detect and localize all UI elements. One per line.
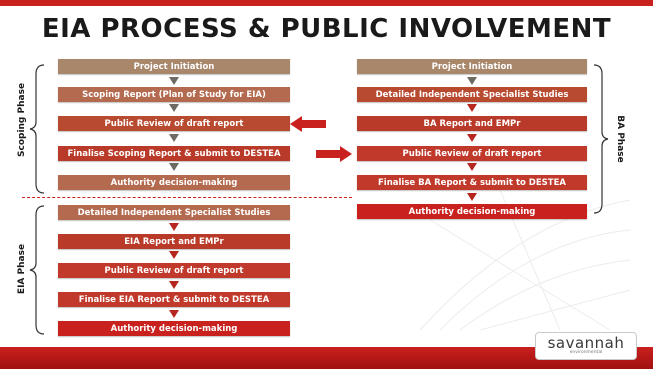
left-arrow-down-icon — [169, 281, 179, 289]
right-step-ba-report: BA Report and EMPr — [357, 116, 587, 131]
left-step-eia-report: EIA Report and EMPr — [58, 234, 290, 249]
left-step-authority-eia: Authority decision-making — [58, 321, 290, 336]
right-arrow-down-icon — [467, 163, 477, 171]
scoping-phase-bracket — [29, 64, 45, 194]
right-step-specialist-studies: Detailed Independent Specialist Studies — [357, 87, 587, 102]
right-arrow-down-icon — [467, 77, 477, 85]
left-step-project-initiation: Project Initiation — [58, 59, 290, 74]
top-rule — [0, 0, 653, 6]
logo-tagline: environmental — [569, 350, 603, 355]
phase-separator-line — [22, 197, 352, 198]
left-step-specialist-studies: Detailed Independent Specialist Studies — [58, 205, 290, 220]
left-arrow-down-icon — [169, 77, 179, 85]
logo-wordmark: savannah — [547, 334, 625, 352]
left-step-public-review-eia: Public Review of draft report — [58, 263, 290, 278]
left-step-authority-scoping: Authority decision-making — [58, 175, 290, 190]
left-step-finalise-scoping: Finalise Scoping Report & submit to DEST… — [58, 146, 290, 161]
left-step-scoping-report: Scoping Report (Plan of Study for EIA) — [58, 87, 290, 102]
left-arrow-down-icon — [169, 163, 179, 171]
eia-phase-bracket — [29, 205, 45, 335]
footer-band — [0, 347, 653, 369]
ba-phase-label: BA Phase — [615, 115, 625, 163]
left-arrow-down-icon — [169, 310, 179, 318]
slide-title: EIA PROCESS & PUBLIC INVOLVEMENT — [41, 14, 612, 44]
right-step-public-review: Public Review of draft report — [357, 146, 587, 161]
right-step-authority: Authority decision-making — [357, 204, 587, 219]
ba-phase-bracket — [593, 64, 609, 214]
right-step-finalise-ba: Finalise BA Report & submit to DESTEA — [357, 175, 587, 190]
right-step-project-initiation: Project Initiation — [357, 59, 587, 74]
left-step-finalise-eia: Finalise EIA Report & submit to DESTEA — [58, 292, 290, 307]
left-arrow-down-icon — [169, 134, 179, 142]
left-arrow-down-icon — [169, 104, 179, 112]
left-step-public-review-scoping: Public Review of draft report — [58, 116, 290, 131]
right-arrow-down-icon — [467, 193, 477, 201]
scoping-phase-label: Scoping Phase — [17, 82, 27, 157]
right-arrow-down-icon — [467, 134, 477, 142]
arrow-left-icon — [290, 116, 326, 132]
arrow-right-icon — [316, 146, 352, 162]
savannah-logo: savannah environmental — [535, 332, 637, 360]
eia-phase-label: EIA Phase — [17, 243, 27, 295]
left-arrow-down-icon — [169, 223, 179, 231]
left-arrow-down-icon — [169, 251, 179, 259]
right-arrow-down-icon — [467, 104, 477, 112]
